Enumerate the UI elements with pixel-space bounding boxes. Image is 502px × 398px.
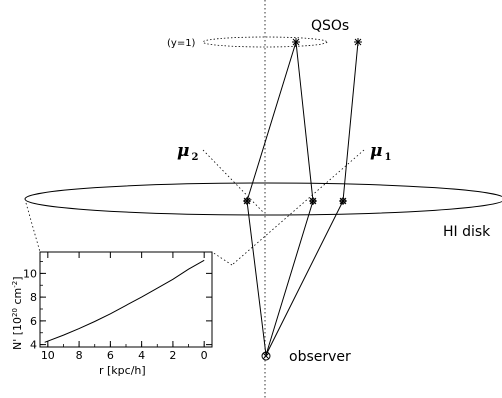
mu1-direction-line — [231, 149, 365, 266]
qso-plane-ellipse — [202, 36, 328, 48]
mu2-direction-line — [202, 149, 264, 213]
inset-background — [39, 251, 213, 348]
hi-disk-label: HI disk — [443, 224, 491, 240]
hi-disk-ellipse — [24, 182, 502, 216]
inset-x-tick-label: 8 — [76, 349, 83, 362]
inset-y-tick-label: 6 — [30, 315, 37, 328]
inset-x-tick-label: 0 — [201, 349, 208, 362]
inset-x-tick-label: 6 — [107, 349, 114, 362]
disk-crossing-marker-2 — [309, 197, 317, 205]
sightline-qso1-left — [246, 41, 297, 356]
qso-marker-1 — [292, 38, 300, 46]
inset-tick-labels: 10 8 6 4 2 0 4 6 8 10 — [23, 267, 208, 362]
disk-crossing-marker-3 — [339, 197, 347, 205]
inset-x-tick-label: 2 — [169, 349, 176, 362]
disk-crossing-marker-1 — [243, 197, 251, 205]
inset-x-axis-label: r [kpc/h] — [99, 364, 146, 377]
inset-connector-left — [25, 202, 41, 253]
inset-y-tick-label: 10 — [23, 267, 37, 280]
inset-density-curve — [44, 259, 205, 343]
inset-x-tick-label: 10 — [41, 349, 55, 362]
column-density-inset-plot: 10 8 6 4 2 0 4 6 8 10 r [kpc/h] N' [1020 cm-2] — [11, 251, 213, 377]
inset-connector-right — [211, 251, 233, 266]
observer-label: observer — [289, 349, 351, 365]
inset-y-axis-label: N' [1020 cm-2] — [11, 276, 24, 350]
y-equals-one-label: (y=1) — [167, 38, 196, 49]
inset-x-tick-label: 4 — [138, 349, 145, 362]
qsos-label: QSOs — [311, 18, 349, 34]
inset-y-tick-label: 4 — [30, 339, 37, 352]
inset-y-tick-label: 8 — [30, 291, 37, 304]
observer-marker — [261, 351, 271, 361]
qso-marker-2 — [354, 38, 362, 46]
inset-ticks — [40, 252, 212, 347]
